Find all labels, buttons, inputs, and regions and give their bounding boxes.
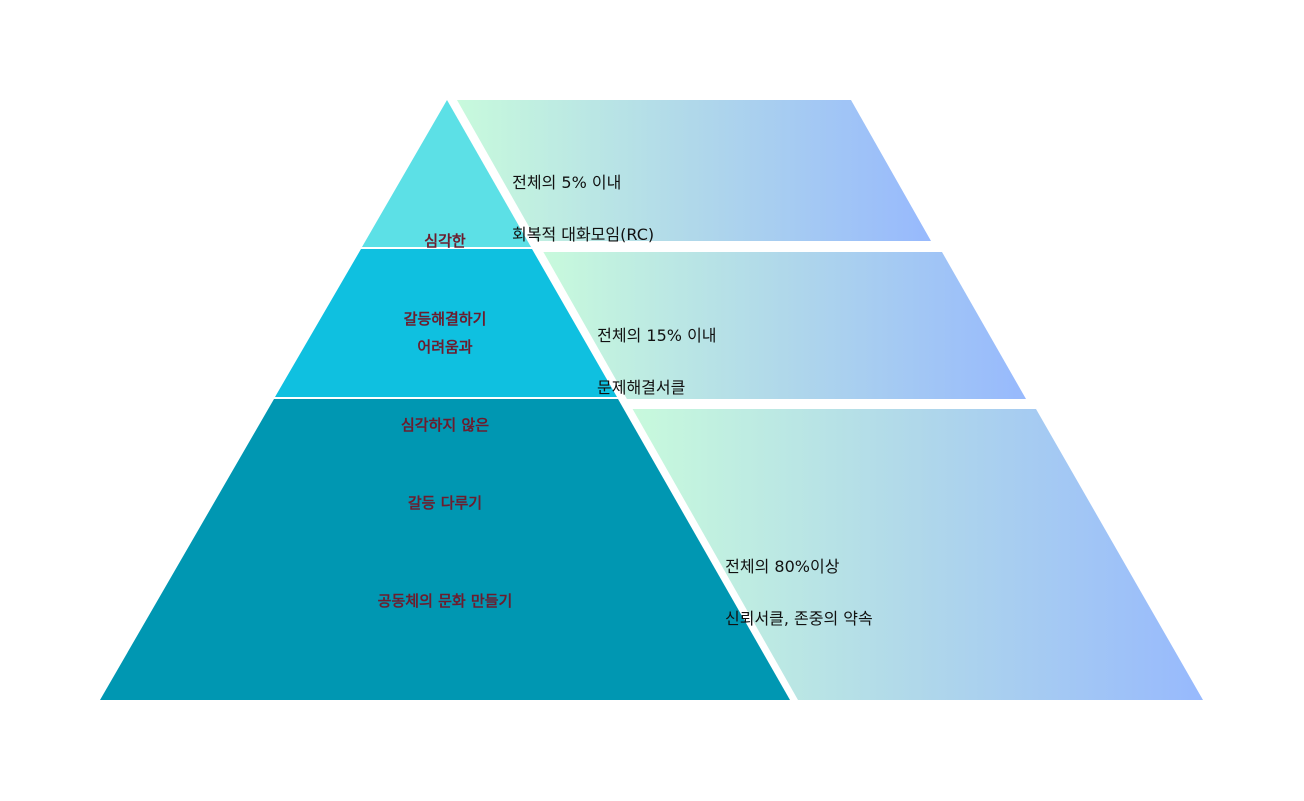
description-level-3: 전체의 80%이상 신뢰서클, 존중의 약속	[715, 528, 873, 658]
label-line: 심각하지 않은	[400, 416, 490, 434]
description-level-1: 전체의 5% 이내 회복적 대화모임(RC)	[502, 144, 654, 274]
desc-line: 전체의 80%이상	[725, 557, 840, 576]
label-line: 공동체의 문화 만들기	[377, 592, 513, 610]
label-line: 심각한	[424, 232, 466, 250]
panel-level-1	[455, 100, 931, 241]
label-line: 어려움과	[417, 338, 473, 356]
description-level-2: 전체의 15% 이내 문제해결서클	[587, 297, 717, 427]
desc-line: 전체의 5% 이내	[512, 173, 622, 192]
pyramid-label-level-3: 공동체의 문화 만들기	[320, 536, 570, 640]
desc-line: 회복적 대화모임(RC)	[512, 225, 655, 244]
desc-line: 전체의 15% 이내	[597, 326, 717, 345]
pyramid-level-3	[100, 399, 790, 700]
label-line: 갈등해결하기	[403, 310, 487, 328]
panel-level-2	[540, 252, 1026, 399]
label-line: 갈등 다루기	[407, 494, 483, 512]
pyramid-level-1	[362, 100, 531, 247]
panel-level-3	[628, 409, 1203, 700]
desc-line: 문제해결서클	[597, 378, 686, 397]
pyramid-label-level-2: 어려움과 심각하지 않은 갈등 다루기	[370, 282, 520, 542]
pyramid-label-level-1: 심각한 갈등해결하기	[370, 176, 520, 358]
desc-line: 신뢰서클, 존중의 약속	[725, 609, 873, 628]
pyramid-level-2	[275, 249, 617, 397]
